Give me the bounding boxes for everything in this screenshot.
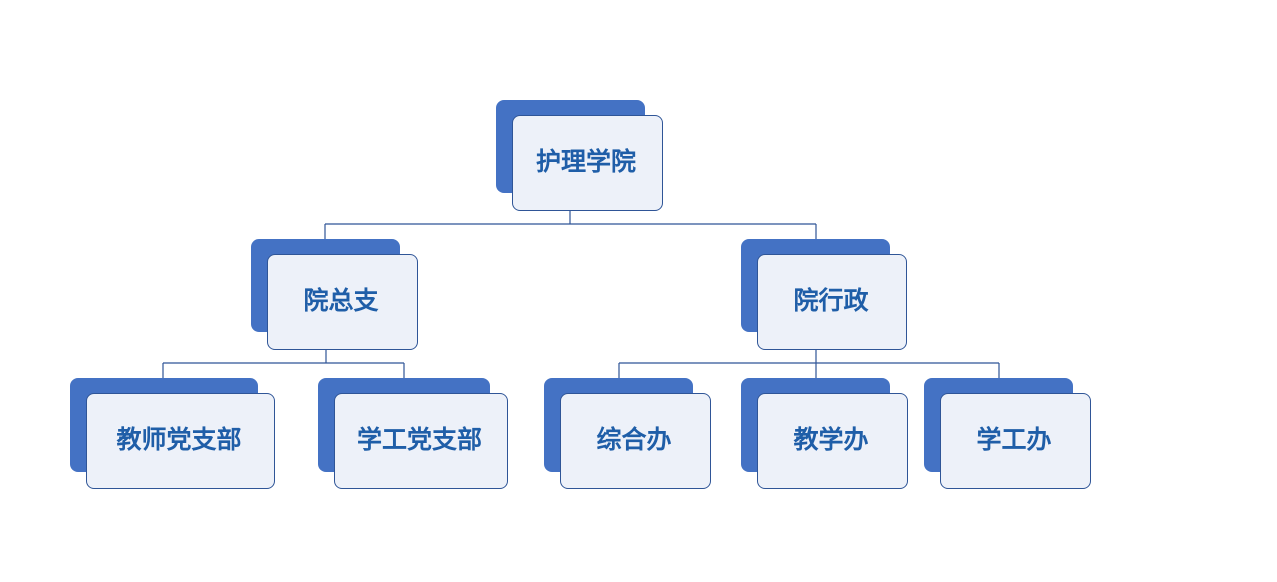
node-label: 院总支 — [303, 286, 379, 315]
node-label: 教师党支部 — [116, 425, 242, 454]
node-box — [757, 254, 907, 350]
connector-root — [324, 211, 817, 239]
connector-party — [162, 349, 405, 378]
node-student-work-office: 学工办 — [924, 378, 1091, 489]
node-box — [757, 393, 908, 489]
node-box — [334, 393, 508, 489]
node-general-office: 综合办 — [544, 378, 711, 489]
node-label: 综合办 — [596, 425, 672, 454]
node-box — [267, 254, 418, 350]
node-label: 学工党支部 — [356, 425, 482, 454]
node-teacher-party-branch: 教师党支部 — [70, 378, 275, 489]
node-box — [86, 393, 275, 489]
node-label: 院行政 — [793, 286, 869, 315]
node-box — [560, 393, 711, 489]
connector-admin — [618, 349, 1000, 378]
node-label: 学工办 — [976, 425, 1052, 454]
node-administration: 院行政 — [741, 239, 907, 350]
node-label: 护理学院 — [535, 147, 636, 176]
node-label: 教学办 — [793, 425, 869, 454]
node-teaching-office: 教学办 — [741, 378, 908, 489]
node-box — [940, 393, 1091, 489]
node-root: 护理学院 — [496, 100, 663, 211]
node-student-work-party-branch: 学工党支部 — [318, 378, 508, 489]
node-party-branch: 院总支 — [251, 239, 418, 350]
node-box — [512, 115, 663, 211]
